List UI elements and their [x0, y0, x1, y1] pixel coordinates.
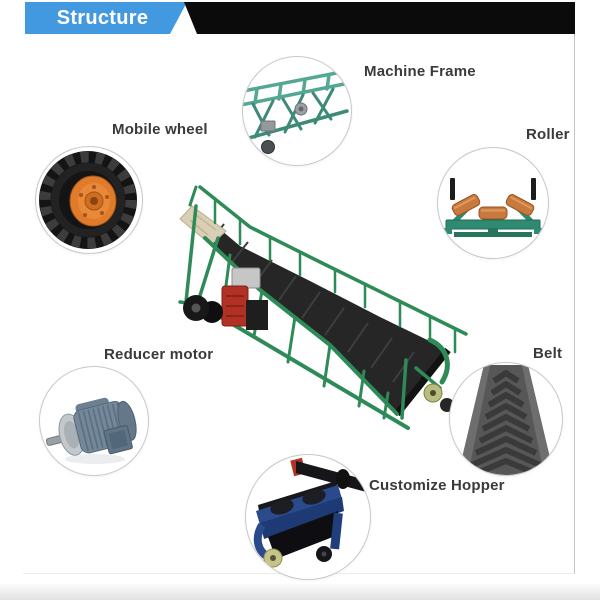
chevron-pattern — [466, 370, 546, 475]
roller-post-left — [450, 178, 455, 200]
reducer-motor-photo — [39, 366, 149, 476]
customize-hopper-label: Customize Hopper — [369, 477, 505, 494]
frame-gearbox — [260, 120, 276, 132]
frame-bottom-chord — [210, 310, 410, 430]
page-title: Structure — [56, 7, 149, 29]
bottom-gradient-band — [0, 584, 600, 600]
hopper-underside — [268, 511, 338, 559]
reducer-motor-label: Reducer motor — [104, 346, 214, 363]
mobile-wheel-label: Mobile wheel — [112, 121, 208, 138]
tire-tread — [39, 151, 137, 249]
belt-photo — [449, 362, 563, 476]
conveyor-railing — [198, 185, 468, 336]
railing-posts — [213, 198, 457, 354]
hopper-lower-frame — [260, 497, 344, 539]
roller-label: Roller — [526, 126, 570, 143]
roller-photo — [437, 147, 549, 259]
hub-center — [90, 197, 98, 205]
roller-post-right — [531, 178, 536, 200]
idler-rollers — [451, 194, 535, 220]
drive-engine — [221, 267, 268, 330]
frame-wheel — [261, 140, 275, 154]
motor-body-group — [45, 397, 137, 456]
belt-tail-wrap — [394, 347, 451, 417]
tail-frame-hook — [427, 337, 450, 385]
roller-base-frame — [442, 219, 544, 237]
machine-frame-label: Machine Frame — [364, 63, 476, 80]
banner-blue-ribbon — [25, 2, 187, 34]
customize-hopper-photo — [245, 454, 371, 580]
conveyor-belt-surface — [190, 204, 451, 417]
machine-frame-photo — [242, 56, 352, 166]
structure-banner — [25, 2, 575, 34]
banner-black-ribbon — [184, 2, 575, 34]
conveyor-main-photo — [178, 185, 468, 430]
belt-label: Belt — [533, 345, 563, 362]
mobile-wheel-photo — [35, 146, 143, 254]
transport-wheels — [183, 295, 223, 323]
hopper-leg-right — [330, 512, 343, 550]
truss-rails — [243, 69, 351, 141]
hopper-top-roller — [296, 461, 370, 493]
motor-shadow — [65, 454, 125, 464]
